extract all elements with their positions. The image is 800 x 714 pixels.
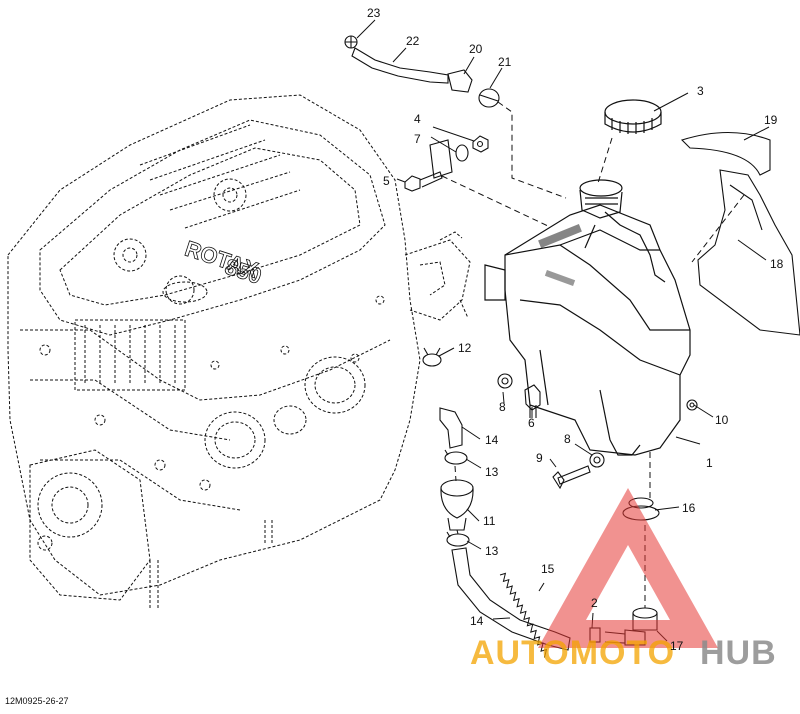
nut-part-4	[472, 135, 489, 153]
part-label-12: 12	[458, 341, 472, 355]
part-label-16: 16	[682, 501, 696, 515]
part-label-7: 7	[414, 132, 421, 146]
part-label-11: 11	[483, 514, 496, 528]
watermark-text-part2: HUB	[700, 634, 777, 672]
clamp-part-13-upper	[444, 449, 468, 465]
reservoir	[484, 179, 691, 456]
trim-strip	[680, 131, 771, 176]
part-label-19: 19	[764, 113, 778, 127]
part-label-8-lower: 8	[564, 432, 571, 446]
watermark-text-part1: AUTOMOTO	[470, 634, 675, 672]
part-label-5: 5	[383, 174, 390, 188]
part-label-21: 21	[498, 55, 512, 69]
washer-part-8-upper	[497, 373, 513, 389]
reservoir-texture	[538, 224, 582, 286]
part-label-14-lower: 14	[470, 614, 484, 628]
bellows-part-11	[440, 479, 474, 531]
fitting-part-20	[447, 69, 473, 93]
part-label-23: 23	[367, 6, 381, 20]
part-label-17: 17	[670, 639, 684, 653]
shield	[697, 169, 800, 336]
part-label-1: 1	[706, 456, 713, 470]
mount-plate	[429, 139, 453, 179]
clamp-part-13-lower	[446, 531, 470, 547]
bolt-part-5	[404, 171, 443, 192]
part-label-14-upper: 14	[485, 433, 499, 447]
part-label-10: 10	[715, 413, 729, 427]
part-label-18: 18	[770, 257, 784, 271]
engine-illustration	[7, 94, 471, 610]
part-label-2: 2	[591, 596, 598, 610]
part-label-22: 22	[406, 34, 420, 48]
part-label-4: 4	[414, 112, 421, 126]
reservoir-cap	[604, 99, 662, 134]
check-valve-part-21	[478, 88, 500, 108]
part-labels: 1 2 3 4 5 6 7 8 8 9 10 11 12 13 13 14 14…	[367, 6, 784, 653]
vent-fitting-part-23	[344, 35, 358, 49]
part-label-20: 20	[469, 42, 483, 56]
part-label-15: 15	[541, 562, 555, 576]
watermark-triangle	[538, 488, 718, 648]
part-label-8-upper: 8	[499, 400, 506, 414]
hose-part-14-upper	[439, 407, 463, 449]
spring-part-15	[499, 572, 548, 658]
nut-part-10	[686, 399, 698, 411]
watermark: AUTOMOTO HUB	[470, 488, 777, 672]
part-label-13-upper: 13	[485, 465, 499, 479]
part-label-9: 9	[536, 451, 543, 465]
drawing-code: 12M0925-26-27	[5, 696, 69, 706]
washer-part-7	[455, 144, 469, 162]
assembly-lines	[441, 101, 745, 608]
leader-lines	[356, 19, 770, 642]
part-label-13-lower: 13	[485, 544, 499, 558]
part-label-6: 6	[528, 416, 535, 430]
washer-part-8-lower	[589, 452, 605, 468]
clamp-part-12	[422, 347, 442, 367]
bolt-part-9	[552, 465, 591, 490]
bolt-part-6	[524, 384, 541, 418]
part-label-3: 3	[697, 84, 704, 98]
vent-hose-part-22	[351, 47, 449, 84]
